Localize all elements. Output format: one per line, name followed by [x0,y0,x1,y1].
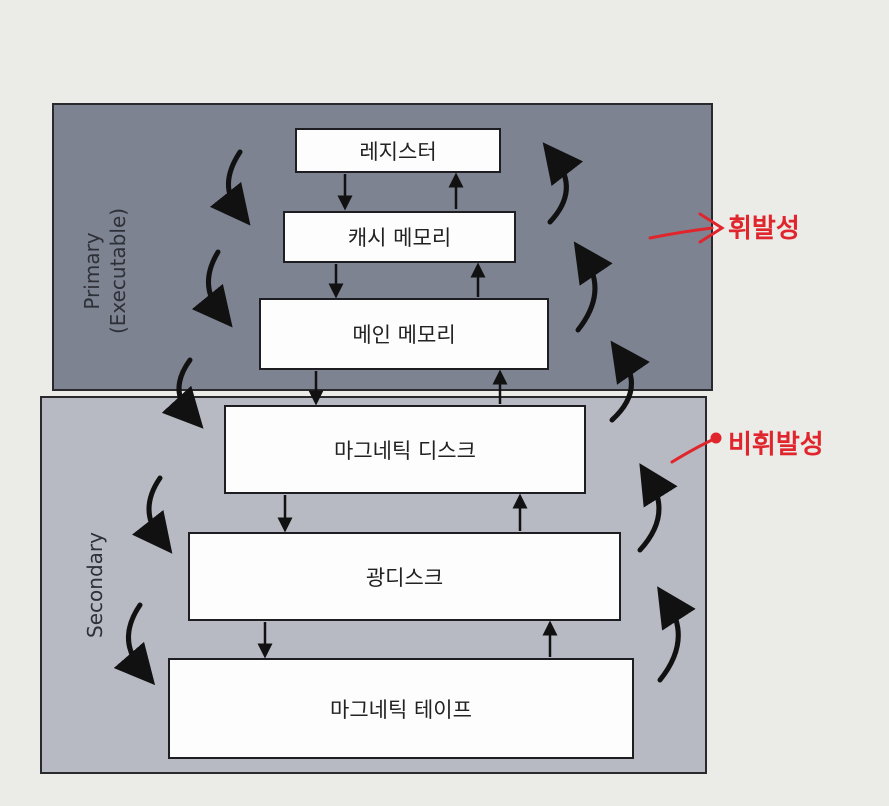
main-memory-box: 메인 메모리 [259,298,549,370]
curved-up-arrow-3 [609,340,650,423]
curved-up-arrow-5 [657,586,696,683]
nonvolatile-annotation-arrow [670,438,714,464]
volatile-annotation-arrow [648,226,714,240]
curved-up-arrow-1 [542,142,584,225]
curved-up-arrow-4 [637,463,678,553]
cache-memory-box: 캐시 메모리 [283,211,516,263]
volatile-annotation: 휘발성 [728,214,800,244]
magnetic-disk-box: 마그네틱 디스크 [224,405,586,494]
curved-down-arrow-4 [131,475,173,554]
optical-disk-box: 광디스크 [188,532,621,621]
curved-down-arrow-3 [161,357,204,429]
curved-down-arrow-2 [191,249,233,328]
curved-down-arrow-1 [209,149,251,226]
register-box: 레지스터 [295,128,501,173]
curved-up-arrow-2 [573,241,613,333]
volatile-annotation-head [698,212,725,244]
nonvolatile-annotation-dot [710,432,722,444]
curved-down-arrow-5 [113,602,156,686]
nonvolatile-annotation: 비휘발성 [728,430,824,460]
magnetic-tape-box: 마그네틱 테이프 [168,658,634,759]
